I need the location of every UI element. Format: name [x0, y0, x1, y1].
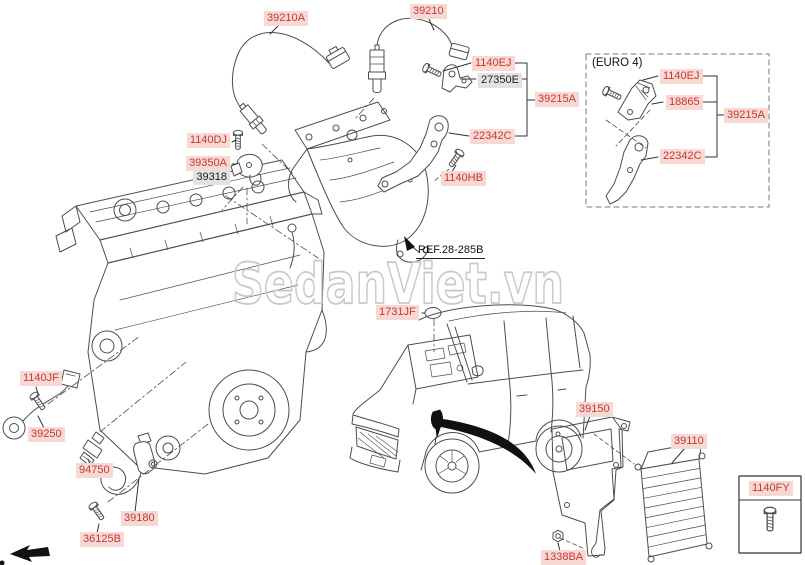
- bolt-36125b-drawing: [87, 500, 107, 523]
- euro4-section: [585, 53, 770, 208]
- oil-pressure-switch-94750-drawing: [79, 431, 105, 467]
- assembly-dash-lines: [47, 97, 435, 503]
- euro4-label-22342c[interactable]: 22342C: [660, 149, 705, 165]
- euro4-bracket-18865-drawing: [617, 79, 657, 121]
- ecu-bracket-39150-drawing: [551, 416, 631, 558]
- oxygen-sensor-39210-drawing: [368, 17, 470, 94]
- bolt-1140dj-drawing: [232, 129, 244, 150]
- ecu-39110-drawing: [634, 441, 713, 563]
- assembly-dash-lines-short: [432, 168, 635, 550]
- location-marker: [430, 409, 444, 445]
- crankshaft-sensor-39180-drawing: [100, 432, 158, 495]
- reference-label-28-285b: REF.28-285B: [416, 244, 486, 260]
- part-label-39110[interactable]: 39110: [671, 434, 707, 450]
- euro4-label-1140ej[interactable]: 1140EJ: [660, 69, 703, 85]
- location-swoosh-arrow: [441, 419, 536, 474]
- part-label-94750[interactable]: 94750: [76, 463, 113, 479]
- exhaust-manifold-drawing: [288, 101, 430, 263]
- vehicle-drawing: [349, 304, 591, 494]
- part-label-36125b[interactable]: 36125B: [80, 532, 124, 548]
- euro4-label-39215a[interactable]: 39215A: [724, 108, 768, 124]
- part-label-1338ba[interactable]: 1338BA: [541, 550, 587, 565]
- euro4-bracket-22342c-drawing: [605, 135, 649, 205]
- euro4-dashed-border: [585, 53, 770, 208]
- part-label-39350a[interactable]: 39350A: [186, 156, 230, 172]
- oxygen-sensor-39210a-drawing: [231, 32, 350, 135]
- ref-arrowhead: [404, 236, 415, 251]
- engine-assembly-drawing: [55, 159, 327, 475]
- part-label-39180[interactable]: 39180: [121, 511, 158, 527]
- bracket-27350e-drawing: [441, 64, 473, 93]
- part-label-27350e: 27350E: [478, 73, 522, 89]
- part-label-1140fy[interactable]: 1140FY: [749, 481, 793, 497]
- part-label-1140hb[interactable]: 1140HB: [441, 171, 486, 187]
- part-label-39150[interactable]: 39150: [576, 402, 613, 418]
- part-label-39215a[interactable]: 39215A: [535, 92, 579, 108]
- part-label-1731jf[interactable]: 1731JF: [376, 305, 419, 321]
- part-label-39210a[interactable]: 39210A: [264, 11, 308, 27]
- part-label-22342c[interactable]: 22342C: [470, 129, 515, 145]
- nut-1338ba-drawing: [552, 529, 564, 543]
- part-label-1140dj[interactable]: 1140DJ: [186, 133, 230, 149]
- bolt-1140ej-drawing: [421, 62, 444, 80]
- euro4-label-18865[interactable]: 18865: [666, 95, 703, 111]
- camshaft-sensor-39350a-drawing: [230, 153, 263, 186]
- part-label-39318: 39318: [193, 170, 230, 186]
- part-label-39210[interactable]: 39210: [410, 4, 447, 20]
- bracket-22342c-drawing: [377, 115, 449, 193]
- euro4-title: (EURO 4): [592, 57, 643, 69]
- part-label-1140ej[interactable]: 1140EJ: [472, 56, 515, 72]
- part-label-1140jf[interactable]: 1140JF: [20, 371, 62, 387]
- front-direction-arrow: [0, 545, 50, 565]
- grommet-1731jf-drawing: [424, 307, 442, 319]
- euro4-bolt-1140ej-drawing: [601, 85, 624, 103]
- part-label-39250[interactable]: 39250: [28, 427, 65, 443]
